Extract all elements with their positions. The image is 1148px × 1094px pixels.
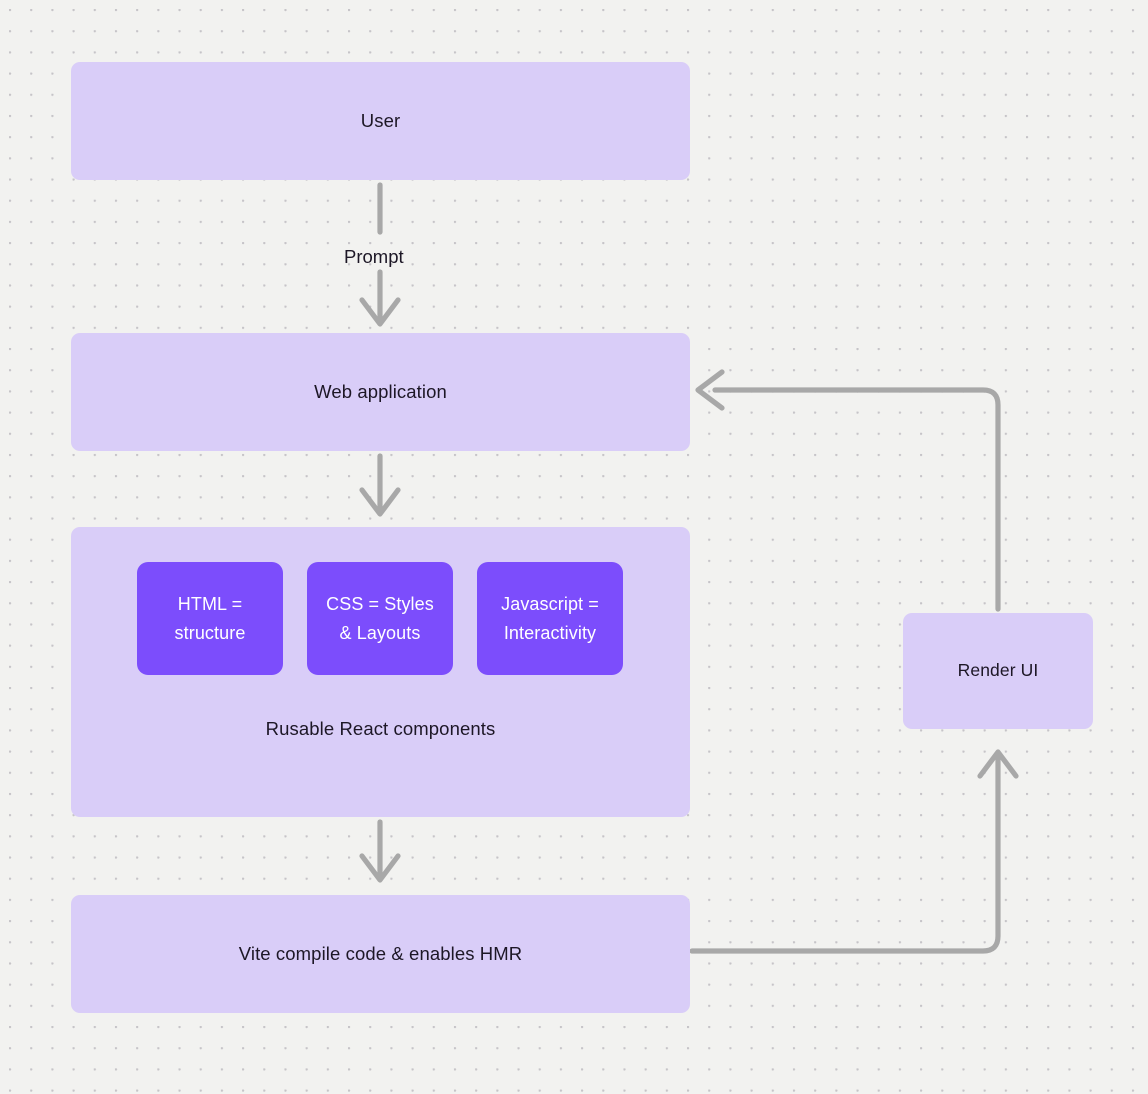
node-render-ui-label: Render UI <box>957 660 1039 681</box>
chip-css-label: CSS = Styles & Layouts <box>326 594 434 643</box>
chip-html-label: HTML = structure <box>174 594 246 643</box>
edge-label-prompt: Prompt <box>344 246 404 267</box>
edge-render-to-webapp <box>712 387 1001 612</box>
chip-javascript[interactable]: Javascript = Interactivity <box>477 562 623 675</box>
chip-css[interactable]: CSS = Styles & Layouts <box>307 562 453 675</box>
node-vite-label: Vite compile code & enables HMR <box>238 942 523 964</box>
arrowhead-render-to-webapp <box>695 369 725 411</box>
node-react-components-caption: Rusable React components <box>265 718 496 739</box>
node-user[interactable]: User <box>71 62 690 180</box>
arrowhead-prompt-to-webapp <box>359 297 401 327</box>
node-react-components[interactable]: HTML = structure CSS = Styles & Layouts … <box>71 527 690 817</box>
node-user-label: User <box>360 109 401 131</box>
arrowhead-components-to-vite <box>359 853 401 883</box>
chip-javascript-label: Javascript = Interactivity <box>501 594 599 643</box>
node-render-ui[interactable]: Render UI <box>903 613 1093 729</box>
arrowhead-vite-to-render <box>977 749 1019 779</box>
node-web-application[interactable]: Web application <box>71 333 690 451</box>
node-web-application-label: Web application <box>314 380 447 402</box>
arrowhead-webapp-to-components <box>359 487 401 517</box>
node-vite[interactable]: Vite compile code & enables HMR <box>71 895 690 1013</box>
edge-vite-to-render <box>689 754 1001 954</box>
chip-html[interactable]: HTML = structure <box>137 562 283 675</box>
